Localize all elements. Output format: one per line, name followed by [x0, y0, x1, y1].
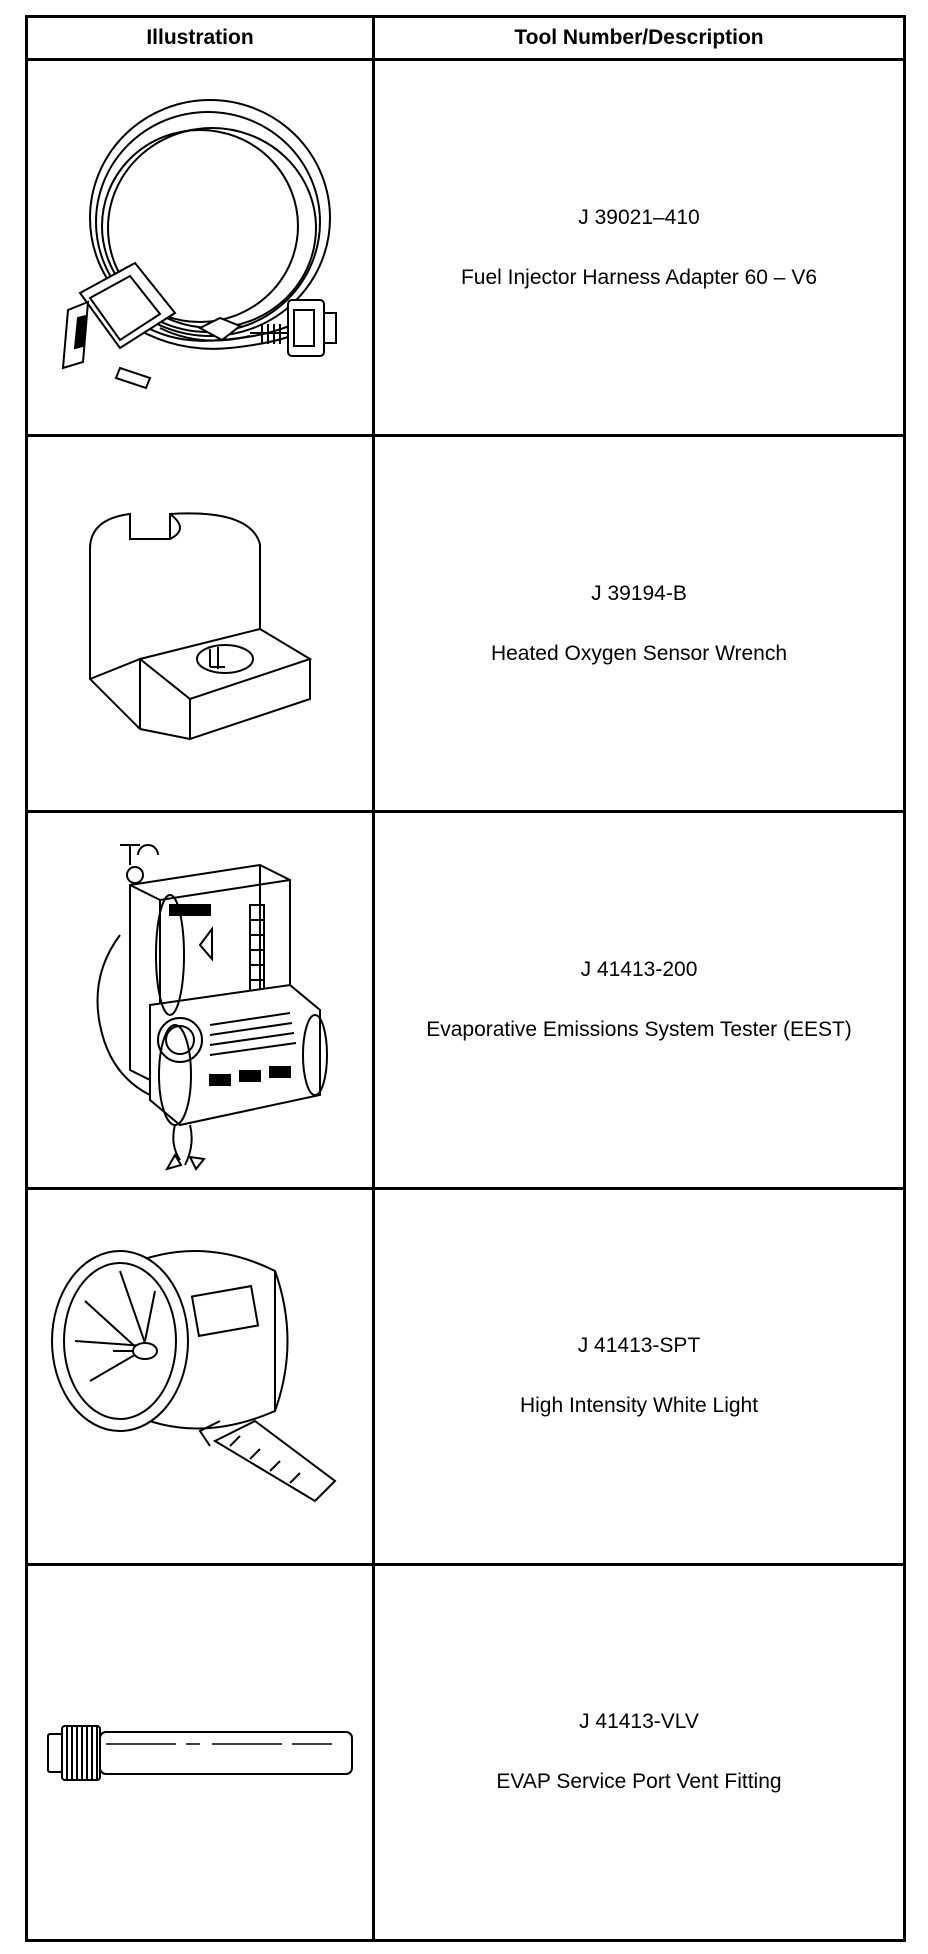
tool-number: J 41413-SPT — [577, 1334, 701, 1358]
illustration-cell — [25, 1186, 375, 1566]
header-illustration: Illustration — [25, 14, 375, 62]
harness-adapter-icon — [50, 78, 350, 418]
table-row: J 39194-B Heated Oxygen Sensor Wrench — [25, 434, 906, 814]
emissions-tester-icon — [60, 825, 340, 1175]
header-tool-number-description: Tool Number/Description — [372, 14, 906, 62]
tool-description: EVAP Service Port Vent Fitting — [496, 1770, 782, 1794]
special-tools-table: Illustration Tool Number/Description — [25, 14, 906, 1943]
illustration-cell — [25, 1562, 375, 1943]
table-header-row: Illustration Tool Number/Description — [25, 14, 906, 62]
table-row: J 41413-VLV EVAP Service Port Vent Fitti… — [25, 1562, 906, 1943]
tool-number: J 39021–410 — [578, 205, 700, 229]
tool-number: J 39194-B — [591, 581, 687, 605]
tool-description: Heated Oxygen Sensor Wrench — [490, 641, 788, 665]
table-row: J 39021–410 Fuel Injector Harness Adapte… — [25, 58, 906, 438]
description-cell: J 41413-SPT High Intensity White Light — [372, 1186, 906, 1566]
illustration-cell — [25, 810, 375, 1190]
table-row: J 41413-200 Evaporative Emissions System… — [25, 810, 906, 1190]
spotlight-icon — [45, 1231, 355, 1521]
tool-description: High Intensity White Light — [519, 1394, 759, 1418]
socket-wrench-icon — [70, 499, 330, 749]
illustration-cell — [25, 434, 375, 814]
tool-description: Evaporative Emissions System Tester (EES… — [426, 1018, 852, 1042]
description-cell: J 39194-B Heated Oxygen Sensor Wrench — [372, 434, 906, 814]
description-cell: J 41413-200 Evaporative Emissions System… — [372, 810, 906, 1190]
table-row: J 41413-SPT High Intensity White Light — [25, 1186, 906, 1566]
tool-description: Fuel Injector Harness Adapter 60 – V6 — [460, 265, 818, 289]
tool-number: J 41413-200 — [580, 958, 698, 982]
illustration-cell — [25, 58, 375, 438]
description-cell: J 39021–410 Fuel Injector Harness Adapte… — [372, 58, 906, 438]
vent-fitting-icon — [40, 1712, 360, 1792]
description-cell: J 41413-VLV EVAP Service Port Vent Fitti… — [372, 1562, 906, 1943]
tool-number: J 41413-VLV — [579, 1710, 699, 1734]
